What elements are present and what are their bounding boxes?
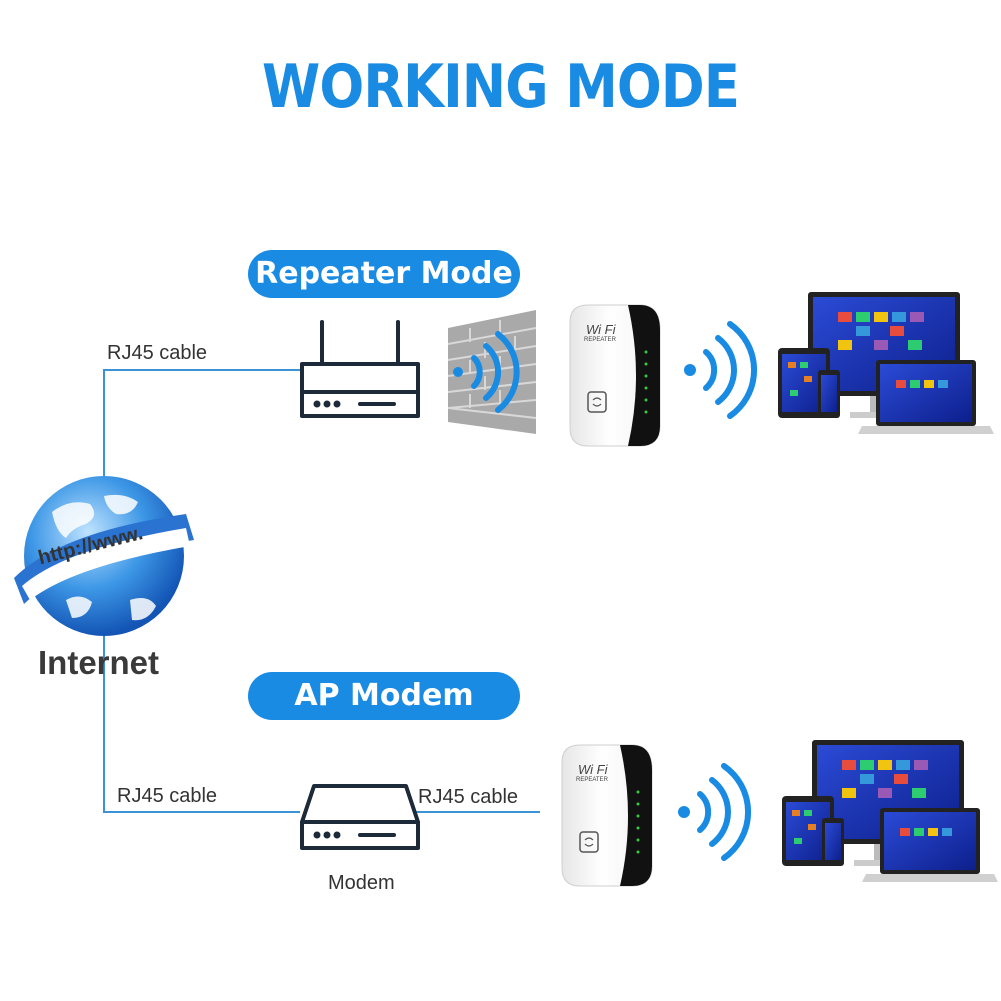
repeater-model-text-ap: REPEATER bbox=[576, 777, 608, 783]
modem-icon bbox=[300, 784, 420, 850]
repeater-brand-text-ap: Wi Fi bbox=[578, 762, 608, 777]
brick-wall-icon bbox=[447, 310, 537, 434]
client-devices-icon-ap bbox=[782, 740, 998, 882]
wifi-broadcast-icon-ap bbox=[678, 763, 752, 861]
wifi-signal-icon bbox=[453, 331, 520, 413]
repeater-mode-badge: Repeater Mode bbox=[248, 250, 520, 298]
modem-label: Modem bbox=[328, 872, 395, 894]
repeater-model-text: REPEATER bbox=[584, 337, 616, 343]
repeater-brand-text: Wi Fi bbox=[586, 322, 616, 337]
ap-modem-badge: AP Modem bbox=[248, 672, 520, 720]
internet-label: Internet bbox=[38, 644, 160, 681]
internet-globe-icon bbox=[14, 476, 194, 636]
router-icon bbox=[300, 320, 420, 418]
wifi-broadcast-icon bbox=[684, 321, 758, 419]
cable-lines bbox=[103, 369, 540, 813]
cable-label-bottom-left: RJ45 cable bbox=[117, 785, 218, 807]
cable-label-bottom-right: RJ45 cable bbox=[418, 786, 519, 808]
cable-label-top: RJ45 cable bbox=[107, 342, 208, 364]
wifi-repeater-device-ap bbox=[561, 744, 653, 887]
wifi-repeater-device bbox=[569, 304, 661, 447]
page-title: WORKING MODE bbox=[261, 52, 740, 122]
client-devices-icon bbox=[778, 292, 994, 434]
